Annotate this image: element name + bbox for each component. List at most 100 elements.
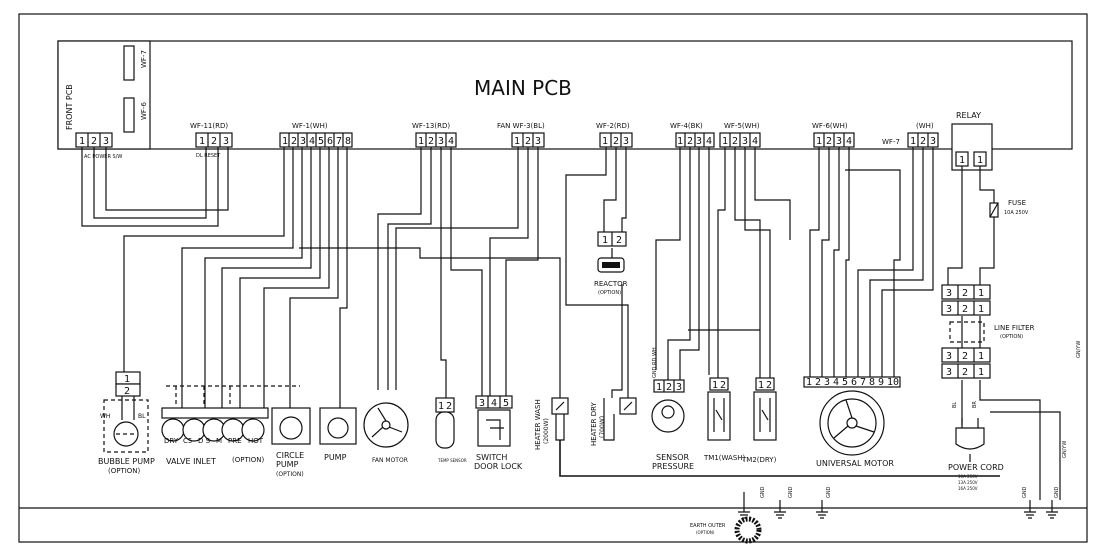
heater-wash-sub: (2000W) <box>543 418 550 444</box>
heater-dry-label: HEATER DRY <box>590 401 598 446</box>
svg-text:3: 3 <box>824 377 830 388</box>
svg-text:6: 6 <box>851 377 857 388</box>
svg-text:3: 3 <box>623 136 629 147</box>
svg-text:BL: BL <box>138 413 146 420</box>
svg-text:10A 250V: 10A 250V <box>958 474 978 479</box>
svg-text:3: 3 <box>836 136 842 147</box>
power-cord-label: POWER CORD <box>948 463 1004 472</box>
connector-wf11: WF-11(RD) 1 2 3 DL RESET <box>190 122 233 159</box>
svg-text:1: 1 <box>959 155 965 166</box>
svg-text:8: 8 <box>869 377 875 388</box>
connector-wf4: WF-4(BK) 1 2 3 4 <box>670 122 715 148</box>
bubble-pump-label: BUBBLE PUMP <box>98 457 155 466</box>
svg-text:1: 1 <box>79 136 85 147</box>
svg-text:2: 2 <box>962 351 968 362</box>
connector-wf7-sub: (WH) <box>916 122 934 130</box>
svg-text:3: 3 <box>946 367 952 378</box>
front-pcb-label: FRONT PCB <box>65 84 74 130</box>
connector-wf11-label: WF-11(RD) <box>190 122 228 130</box>
fuse-label: FUSE <box>1008 199 1026 207</box>
tm1-label: TM1(WASH) <box>703 454 746 462</box>
svg-text:3: 3 <box>479 398 485 409</box>
svg-text:2: 2 <box>920 136 926 147</box>
valve-inlet-option: (OPTION) <box>232 456 265 464</box>
svg-text:1: 1 <box>758 380 764 391</box>
svg-text:2: 2 <box>124 386 130 397</box>
svg-text:2: 2 <box>291 136 297 147</box>
door-lock: 3 4 5 SWITCH DOOR LOCK <box>474 395 523 471</box>
svg-text:2: 2 <box>732 136 738 147</box>
connector-wf7: WF-7 (WH) 1 2 3 <box>882 122 939 148</box>
reactor: 1 2 REACTOR (OPTION) <box>594 231 628 296</box>
svg-text:2: 2 <box>766 380 772 391</box>
svg-text:3: 3 <box>946 288 952 299</box>
fan-motor-label: FAN MOTOR <box>372 457 408 464</box>
svg-text:3: 3 <box>696 136 702 147</box>
svg-text:1: 1 <box>514 136 520 147</box>
svg-text:13A 250V: 13A 250V <box>958 480 978 485</box>
svg-text:WH: WH <box>100 413 110 420</box>
connector-wf5-label: WF-5(WH) <box>724 122 760 130</box>
front-pcb-conn-bottom-label: WF-6 <box>140 102 148 120</box>
wires-wf3 <box>395 147 539 396</box>
heater-dry-sub: (700W) <box>599 416 606 438</box>
svg-text:1: 1 <box>418 136 424 147</box>
svg-text:5: 5 <box>318 136 324 147</box>
wf11-pin-3: 3 <box>223 136 229 147</box>
svg-text:2: 2 <box>446 401 452 412</box>
earth-grounds: GND GND GND GND GND GN/YW GN/YW <box>738 341 1082 519</box>
wires-wf13 <box>377 147 483 400</box>
svg-text:1: 1 <box>977 155 983 166</box>
svg-text:2: 2 <box>616 235 622 246</box>
front-pcb-conn-top-label: WF-7 <box>140 50 148 68</box>
main-pcb-box <box>57 40 1073 150</box>
wires-wf4-wf5 <box>655 147 791 380</box>
connector-wf1: WF-1(WH) 1 2 3 4 5 6 7 8 <box>279 122 353 148</box>
connector-wf13: WF-13(RD) 1 2 3 4 <box>412 122 457 148</box>
svg-text:C5: C5 <box>183 437 192 445</box>
svg-text:2: 2 <box>815 377 821 388</box>
svg-text:1: 1 <box>816 136 822 147</box>
svg-text:2: 2 <box>666 382 672 393</box>
svg-text:HOT: HOT <box>248 437 264 445</box>
door-lock-label: SWITCH <box>476 453 507 462</box>
svg-text:3: 3 <box>742 136 748 147</box>
svg-text:2: 2 <box>687 136 693 147</box>
connector-wf2: WF-2(RD) 1 2 3 <box>596 122 633 148</box>
connector-wf7-label: WF-7 <box>882 138 900 146</box>
tm1: 1 2 TM1(WASH) <box>703 377 746 462</box>
svg-text:GND: GND <box>826 486 832 498</box>
svg-text:16A 250V: 16A 250V <box>958 486 978 491</box>
svg-text:3: 3 <box>930 136 936 147</box>
svg-text:2: 2 <box>720 380 726 391</box>
circle-pump-label2: PUMP <box>276 460 299 469</box>
svg-text:1: 1 <box>602 136 608 147</box>
earth-outer-label: EARTH OUTER <box>690 523 726 529</box>
sensor-pressure-label2: PRESSURE <box>652 462 694 471</box>
connector-front-left: 1 2 3 <box>75 132 113 148</box>
sensor-pressure: GND RD WH 1 2 3 SENSOR PRESSURE <box>651 347 694 471</box>
connector-wf1-label: WF-1(WH) <box>292 122 328 130</box>
svg-text:2: 2 <box>962 304 968 315</box>
connector-wf6: WF-6(WH) 1 2 3 4 <box>812 122 855 148</box>
temp-sensor-label: TEMP SENSOR <box>437 458 467 463</box>
main-pcb-title: MAIN PCB <box>474 76 572 100</box>
temp-sensor: 1 2 TEMP SENSOR <box>435 397 467 463</box>
front-pcb-box <box>57 40 151 150</box>
line-filter-sub: (OPTION) <box>1000 334 1023 340</box>
svg-text:2: 2 <box>428 136 434 147</box>
svg-text:1: 1 <box>978 367 984 378</box>
svg-text:GND: GND <box>1054 486 1060 498</box>
connector-wf13-label: WF-13(RD) <box>412 122 450 130</box>
svg-text:3: 3 <box>946 304 952 315</box>
circle-pump: CIRCLE PUMP (OPTION) <box>271 407 311 478</box>
svg-text:1: 1 <box>978 304 984 315</box>
svg-text:DRY: DRY <box>164 437 179 445</box>
wires-front <box>81 147 229 227</box>
sensor-pressure-label: SENSOR <box>656 453 689 462</box>
connector-wf5: WF-5(WH) 1 2 3 4 <box>719 122 761 148</box>
svg-text:2: 2 <box>962 288 968 299</box>
svg-text:2: 2 <box>613 136 619 147</box>
universal-motor: 1 2 3 4 5 6 7 8 9 10 UNIVERSAL MOTOR <box>803 376 901 468</box>
